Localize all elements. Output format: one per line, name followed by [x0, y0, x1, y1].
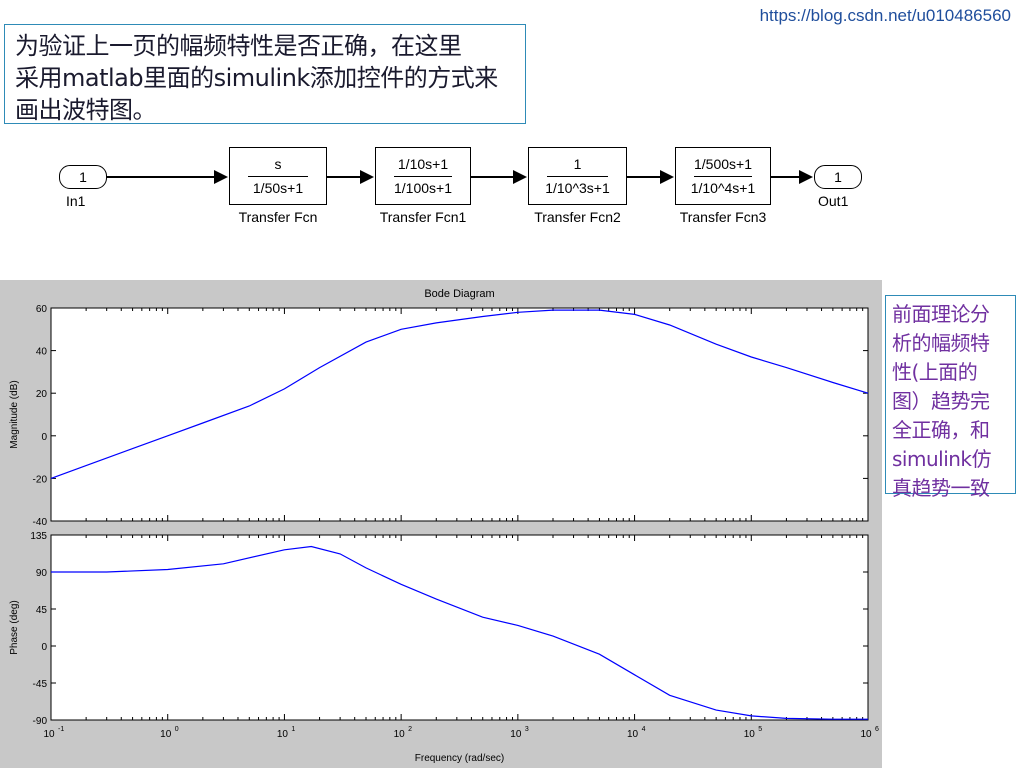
x-tick-label: 10 — [510, 729, 522, 740]
y-tick-label: 20 — [36, 389, 48, 400]
y-tick-label: -90 — [33, 716, 48, 727]
x-tick-label: 10 — [627, 729, 639, 740]
in-port[interactable]: 1 — [59, 165, 107, 189]
watermark-url: https://blog.csdn.net/u010486560 — [759, 6, 1011, 25]
block-numerator: 1/500s+1 — [694, 156, 752, 172]
magnitude-ylabel: Magnitude (dB) — [9, 380, 20, 448]
y-tick-label: -45 — [33, 679, 48, 690]
y-tick-label: -40 — [33, 517, 48, 528]
block-numerator: 1/10s+1 — [397, 156, 449, 172]
x-tick-label: 10 — [394, 729, 406, 740]
side-note-line: 析的幅频特 — [892, 331, 990, 355]
fraction-bar — [547, 176, 608, 177]
x-tick-exponent: 4 — [642, 726, 646, 733]
top-note: 为验证上一页的幅频特性是否正确，在这里 采用matlab里面的simulink添… — [4, 24, 526, 124]
block-numerator: s — [274, 156, 282, 172]
side-note-line: 性(上面的 — [892, 360, 978, 384]
block-denominator: 1/10^3s+1 — [545, 180, 610, 196]
signal-wire — [471, 176, 515, 178]
y-tick-label: 135 — [30, 531, 47, 542]
side-note-line: simulink仿 — [892, 447, 992, 471]
block-label: Transfer Fcn1 — [379, 209, 467, 225]
x-tick-label: 10 — [43, 729, 55, 740]
side-note-line: 图）趋势完 — [892, 389, 990, 413]
fraction-bar — [248, 176, 308, 177]
signal-wire — [106, 176, 216, 178]
arrowhead-icon — [660, 170, 674, 184]
y-tick-label: 40 — [36, 347, 48, 358]
transfer-fcn-block[interactable]: 1/500s+1 1/10^4s+1 — [675, 147, 771, 205]
top-note-line: 采用matlab里面的simulink添加控件的方式来 — [15, 64, 498, 92]
arrowhead-icon — [513, 170, 527, 184]
fraction-bar — [694, 176, 752, 177]
x-tick-label: 10 — [160, 729, 172, 740]
side-note-line: 全正确，和 — [892, 418, 990, 442]
x-tick-label: 10 — [860, 729, 872, 740]
side-note-line: 真趋势一致 — [892, 476, 990, 500]
side-note-line: 前面理论分 — [892, 302, 990, 326]
x-tick-exponent: 3 — [525, 726, 529, 733]
x-axis-label: Frequency (rad/sec) — [415, 753, 504, 764]
top-note-line: 画出波特图。 — [15, 96, 157, 124]
arrowhead-icon — [360, 170, 374, 184]
arrowhead-icon — [214, 170, 228, 184]
x-tick-exponent: 2 — [408, 726, 412, 733]
x-tick-exponent: 1 — [291, 726, 295, 733]
fraction-bar — [394, 176, 452, 177]
signal-wire — [627, 176, 662, 178]
block-denominator: 1/50s+1 — [252, 180, 304, 196]
y-tick-label: 90 — [36, 568, 48, 579]
block-label: Transfer Fcn2 — [534, 209, 621, 225]
top-note-line: 为验证上一页的幅频特性是否正确，在这里 — [15, 32, 462, 60]
y-tick-label: 0 — [41, 432, 47, 443]
out-port[interactable]: 1 — [814, 165, 862, 189]
y-tick-label: 0 — [41, 642, 47, 653]
y-tick-label: 60 — [36, 304, 48, 315]
y-tick-label: 45 — [36, 605, 48, 616]
in-port-label: In1 — [66, 193, 86, 209]
block-denominator: 1/100s+1 — [394, 180, 452, 196]
out-port-label: Out1 — [818, 193, 849, 209]
phase-curve — [51, 545, 868, 720]
x-tick-exponent: -1 — [58, 726, 64, 733]
block-numerator: 1 — [573, 156, 582, 172]
side-note: 前面理论分 析的幅频特 性(上面的 图）趋势完 全正确，和 simulink仿 … — [885, 295, 1016, 500]
block-label: Transfer Fcn — [238, 209, 318, 225]
arrowhead-icon — [799, 170, 813, 184]
block-label: Transfer Fcn3 — [679, 209, 767, 225]
phase-plot-area — [50, 534, 869, 721]
signal-wire — [327, 176, 362, 178]
x-tick-exponent: 5 — [758, 726, 762, 733]
transfer-fcn-block[interactable]: 1/10s+1 1/100s+1 — [375, 147, 471, 205]
magnitude-plot-area — [50, 307, 869, 522]
transfer-fcn-block[interactable]: 1 1/10^3s+1 — [528, 147, 627, 205]
block-denominator: 1/10^4s+1 — [690, 180, 756, 196]
x-tick-exponent: 6 — [875, 726, 879, 733]
transfer-fcn-block[interactable]: s 1/50s+1 — [229, 147, 327, 205]
y-tick-label: -20 — [33, 474, 48, 485]
x-tick-label: 10 — [277, 729, 289, 740]
x-tick-exponent: 0 — [175, 726, 179, 733]
magnitude-curve — [50, 309, 869, 479]
x-tick-label: 10 — [744, 729, 756, 740]
phase-ylabel: Phase (deg) — [9, 600, 20, 654]
chart-title: Bode Diagram — [424, 288, 494, 300]
signal-wire — [771, 176, 801, 178]
